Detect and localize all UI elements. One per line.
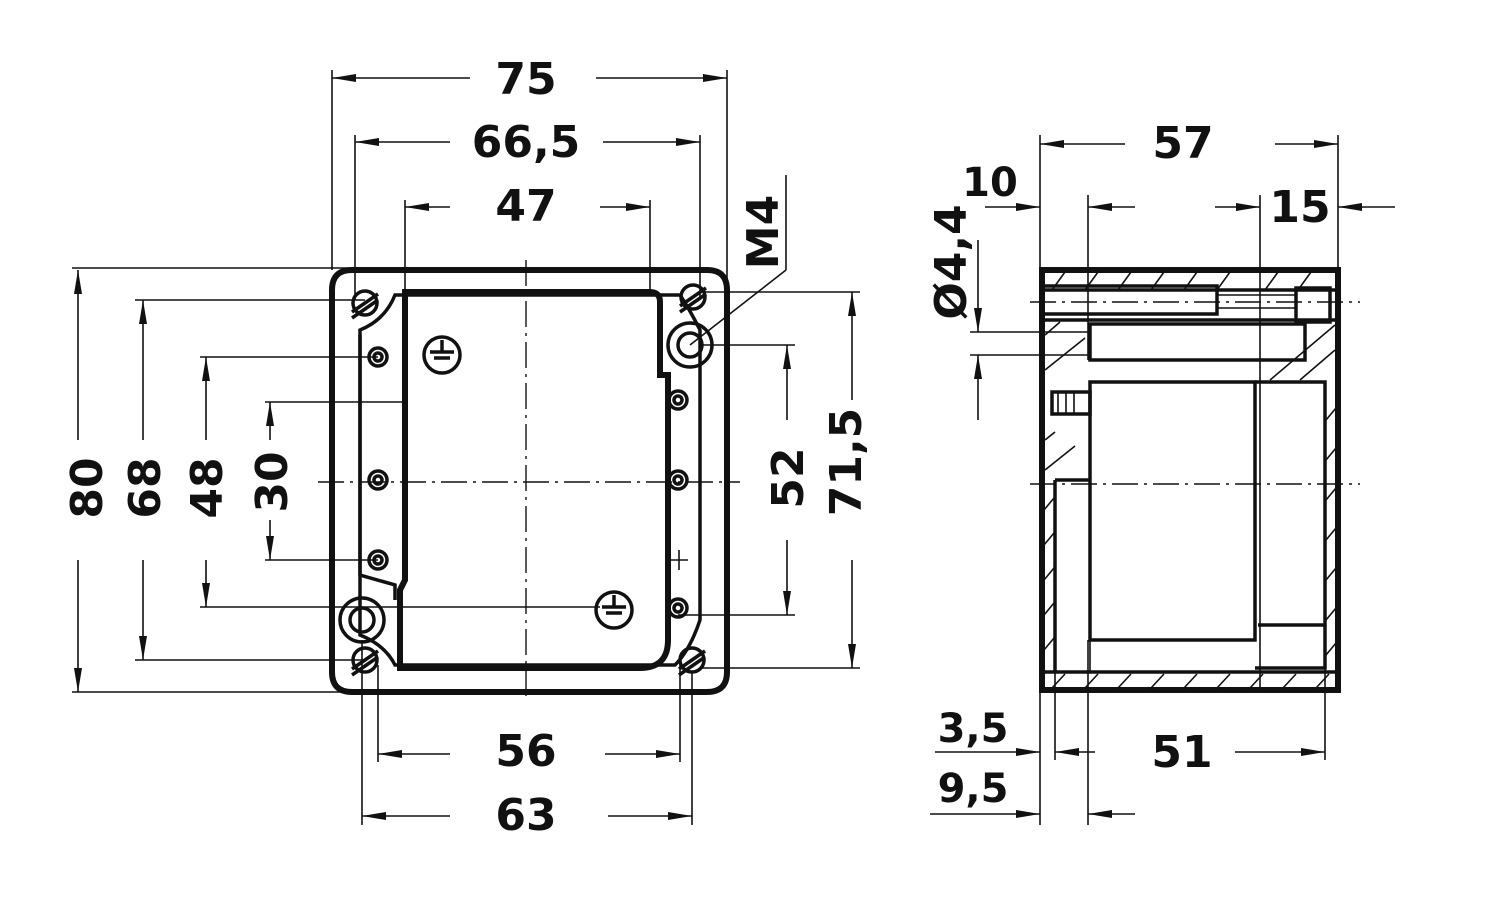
front-view [318, 260, 740, 700]
lid-panel [397, 289, 671, 671]
dim-hole-diameter: Ø4,4 [926, 204, 977, 319]
din-rail-left [358, 335, 397, 600]
dim-lid-offset: 10 [962, 160, 1018, 206]
dim-width-overall: 75 [495, 54, 556, 105]
dim-thread: M4 [738, 195, 789, 269]
side-dimensions [930, 135, 1395, 825]
dim-width-inner: 47 [495, 181, 556, 232]
dim-lid-depth: 15 [1269, 182, 1330, 233]
dim-bottom-mount: 63 [495, 790, 556, 841]
dim-height-holes: 68 [120, 457, 171, 518]
dim-height-rail-right: 52 [763, 447, 814, 508]
dim-height-rail: 30 [247, 451, 298, 512]
dim-depth-overall: 57 [1152, 118, 1213, 169]
dim-bottom-rail: 56 [495, 726, 556, 777]
housing-outline [329, 267, 730, 695]
screw-top-left-icon [351, 289, 379, 320]
ground-symbol-bottom-icon [594, 590, 634, 630]
dim-wall-thickness: 3,5 [938, 706, 1009, 752]
dim-height-lid: 71,5 [821, 408, 872, 517]
dim-inner-depth: 51 [1151, 727, 1212, 778]
dim-width-lid-holes: 66,5 [472, 117, 581, 168]
side-housing-outline [1039, 267, 1341, 693]
dim-height-overall: 80 [62, 457, 113, 518]
dim-base-offset: 9,5 [938, 766, 1009, 812]
ground-symbol-top-icon [422, 335, 462, 375]
screw-top-right-icon [679, 283, 707, 314]
screw-bottom-right-icon [678, 646, 706, 677]
inner-frame [358, 293, 702, 667]
side-view [1030, 267, 1360, 693]
screw-bottom-left-icon [351, 646, 379, 677]
dim-height-inner: 48 [182, 457, 233, 518]
section-hatching [1043, 271, 1337, 689]
front-dimensions [72, 70, 860, 825]
